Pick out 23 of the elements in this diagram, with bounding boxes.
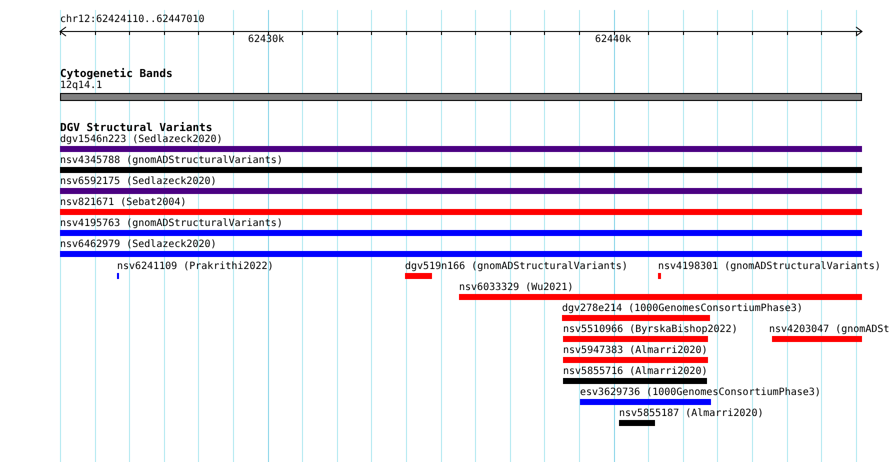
variant-label: nsv4345788 (gnomADStructuralVariants)	[60, 155, 283, 167]
tick-label: 62430k	[248, 34, 284, 46]
track-title: DGV Structural Variants	[60, 121, 212, 134]
variant-label: nsv6592175 (Sedlazeck2020)	[60, 176, 217, 188]
variant-label: nsv5855716 (Almarri2020)	[563, 366, 708, 378]
variant-label: esv3629736 (1000GenomesConsortiumPhase3)	[580, 387, 821, 399]
variant-label: dgv278e214 (1000GenomesConsortiumPhase3)	[562, 303, 803, 315]
variant-label: nsv5510966 (ByrskaBishop2022)	[563, 324, 738, 336]
variant-label: nsv4198301 (gnomADStructuralVariants)	[658, 261, 881, 273]
variant-label: dgv1546n223 (Sedlazeck2020)	[60, 134, 223, 146]
variant-label: nsv5855187 (Almarri2020)	[619, 408, 764, 420]
variant-label: nsv6241109 (Prakrithi2022)	[117, 261, 274, 273]
variant-label: nsv6462979 (Sedlazeck2020)	[60, 239, 217, 251]
track-title: Cytogenetic Bands	[60, 67, 173, 80]
region-coordinates: chr12:62424110..62447010	[60, 14, 204, 26]
variant-label: nsv5947383 (Almarri2020)	[563, 345, 708, 357]
variant-label: dgv519n166 (gnomADStructuralVariants)	[405, 261, 628, 273]
tick-label: 62440k	[595, 34, 632, 46]
variant-label: nsv4195763 (gnomADStructuralVariants)	[60, 218, 283, 230]
band-label: 12q14.1	[60, 80, 102, 92]
variant-label: nsv4203047 (gnomADSt	[769, 324, 890, 336]
variant-label: nsv821671 (Sebat2004)	[60, 197, 186, 209]
variant-label: nsv6033329 (Wu2021)	[459, 282, 574, 294]
